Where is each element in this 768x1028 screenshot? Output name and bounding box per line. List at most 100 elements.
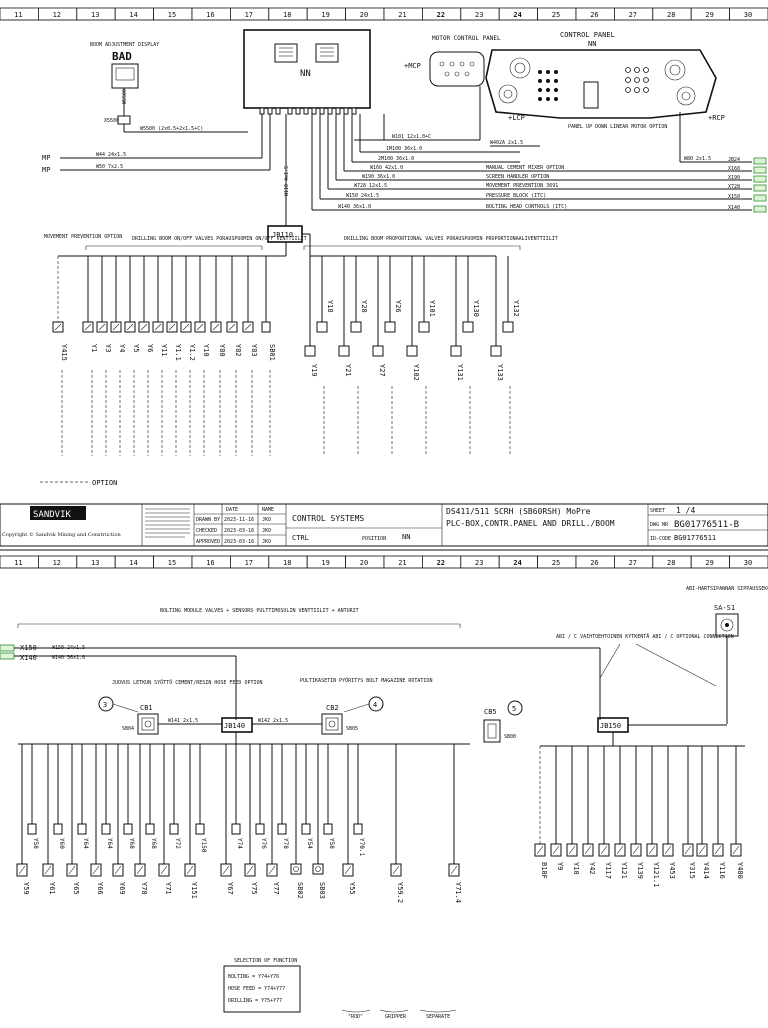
tb-ctrl: CTRL xyxy=(292,534,309,542)
valve-label: Y415 xyxy=(60,344,68,361)
tb-desc-2: PLC-BOX,CONTR.PANEL AND DRILL./BOOM xyxy=(446,519,615,528)
linear-motor-option: PANEL UP DOWN LINEAR MOTOR OPTION xyxy=(568,124,667,130)
tb-desc-1: DS411/511 SCRH (SB60RSH) MoPre xyxy=(446,507,591,516)
prop-valve-top xyxy=(462,321,474,333)
valve-label: Y10 xyxy=(202,344,210,357)
cb1-box xyxy=(137,713,159,735)
prop-valve-top xyxy=(316,321,328,333)
ruler-number: 13 xyxy=(91,11,99,19)
tb-n1: JKO xyxy=(262,517,271,523)
sa-s1-label: SA-S1 xyxy=(714,604,735,612)
bolt-valve-top xyxy=(27,823,37,835)
bolt-valve-top-label: Y64 xyxy=(106,838,113,849)
ruler-number: 15 xyxy=(168,559,176,567)
right-valve-label: Y121.1 xyxy=(652,862,660,887)
lcp-label: +LCP xyxy=(508,114,525,122)
panel-button xyxy=(538,88,542,92)
bolt-valve-top xyxy=(277,823,287,835)
selection-r3: DRILLING = Y75+Y77 xyxy=(228,998,282,1004)
tb-n3: JKO xyxy=(262,539,271,545)
cb5-box xyxy=(483,719,501,743)
bolt-valve-label: Y75 xyxy=(250,882,258,895)
valve-label: Y11 xyxy=(160,344,168,357)
ruler-number: 25 xyxy=(552,11,560,19)
bolt-valve-top-label: Y60 xyxy=(58,838,65,849)
mp-label-1: MP xyxy=(42,154,50,162)
ruler-number: 25 xyxy=(552,559,560,567)
tb-d3: 2023-03-16 xyxy=(224,539,254,545)
panel-button xyxy=(546,97,550,101)
panel-button xyxy=(546,70,550,74)
valve-label: Y1.1 xyxy=(174,344,182,361)
panel-button xyxy=(546,88,550,92)
tb-name-header: NAME xyxy=(262,507,274,513)
x140-label: X140 xyxy=(20,654,37,662)
control-panel-title: CONTROL PANEL xyxy=(560,31,615,39)
nn-pin xyxy=(343,107,349,115)
bolt-valve-top-label: Y64 xyxy=(82,838,89,849)
sb05: SB05 xyxy=(346,726,358,732)
onoff-header: DRILLING BOOM ON/OFF VALVES PORAUSPUOMIN… xyxy=(132,236,307,242)
w142: W142 2x1.5 xyxy=(258,718,288,724)
wire-label: W150 24x1.5 xyxy=(346,193,379,199)
wire-desc: PRESSURE BLOCK (ITC) xyxy=(486,193,546,199)
panel-button xyxy=(538,97,542,101)
bolt-valve-label: Y71.4 xyxy=(454,882,462,903)
prop-header: DRILLING BOOM PROPORTIONAL VALVES PORAUS… xyxy=(344,236,558,242)
right-valve-label: Y42 xyxy=(588,862,596,875)
title-block: SANDVIK Copyright © Sandvik Mining and C… xyxy=(0,503,768,547)
prop-valve-top xyxy=(418,321,430,333)
ruler-number: 24 xyxy=(513,559,521,567)
bolt-valve-label: Y77 xyxy=(272,882,280,895)
sensor-sb01 xyxy=(261,321,271,333)
control-panel-outline xyxy=(485,49,717,119)
right-valve-label: Y116 xyxy=(718,862,726,879)
tb-approved: APPROVED xyxy=(196,539,220,545)
ruler-number: 29 xyxy=(705,11,713,19)
terminal-id: X160 xyxy=(728,166,740,172)
ruler-number: 21 xyxy=(398,559,406,567)
bolt-valve-label: Y151 xyxy=(190,882,198,899)
prop-label-bottom: Y131 xyxy=(456,364,464,381)
tb-sheet: 1 /4 xyxy=(676,506,695,515)
cb5-label: CB5 xyxy=(484,708,497,716)
ruler-number: 14 xyxy=(129,11,137,19)
bad-w5: W5500 xyxy=(122,89,128,104)
tb-dwg-h: DWG NR xyxy=(650,522,669,528)
foot-gripper: GRIPPER xyxy=(385,1014,407,1020)
bolt-valve-sb02 xyxy=(290,863,302,875)
tb-id: BG01776511 xyxy=(674,534,716,542)
panel-button xyxy=(625,67,631,73)
marker-4: 4 xyxy=(373,701,377,709)
bolt-valve-top xyxy=(101,823,111,835)
bolt-valve-top-label: Y70.1 xyxy=(358,838,365,856)
nn-label: NN xyxy=(300,69,311,79)
ruler-number: 13 xyxy=(91,559,99,567)
panel-button xyxy=(625,87,631,93)
tb-sheet-h: SHEET xyxy=(650,508,665,514)
valve-label: SB01 xyxy=(268,344,276,361)
ruler-number: 14 xyxy=(129,559,137,567)
right-valve-label: Y10 xyxy=(572,862,580,875)
ruler-number: 22 xyxy=(437,559,445,567)
right-valve-label: Y9 xyxy=(556,862,564,870)
panel-button xyxy=(546,79,550,83)
right-valve-label: Y139 xyxy=(636,862,644,879)
ruler-number: 27 xyxy=(629,559,637,567)
tb-position: POSITION xyxy=(362,536,386,542)
valve-label: Y3 xyxy=(104,344,112,352)
wire-label: W728 12x1.5 xyxy=(354,183,387,189)
sb08: SB08 xyxy=(504,734,516,740)
panel-button xyxy=(625,77,631,83)
bolt-valve-top xyxy=(301,823,311,835)
tb-date-header: DATE xyxy=(226,507,238,513)
bolt-valve-top xyxy=(169,823,179,835)
wire-label: W50 7x2.5 xyxy=(96,164,123,170)
valve-label: Y4 xyxy=(118,344,126,352)
sandvik-logo: SANDVIK xyxy=(33,510,72,520)
bolt-valve-top-label: Y58 xyxy=(328,838,335,849)
prop-valve-bottom xyxy=(450,345,462,357)
panel-button xyxy=(538,70,542,74)
